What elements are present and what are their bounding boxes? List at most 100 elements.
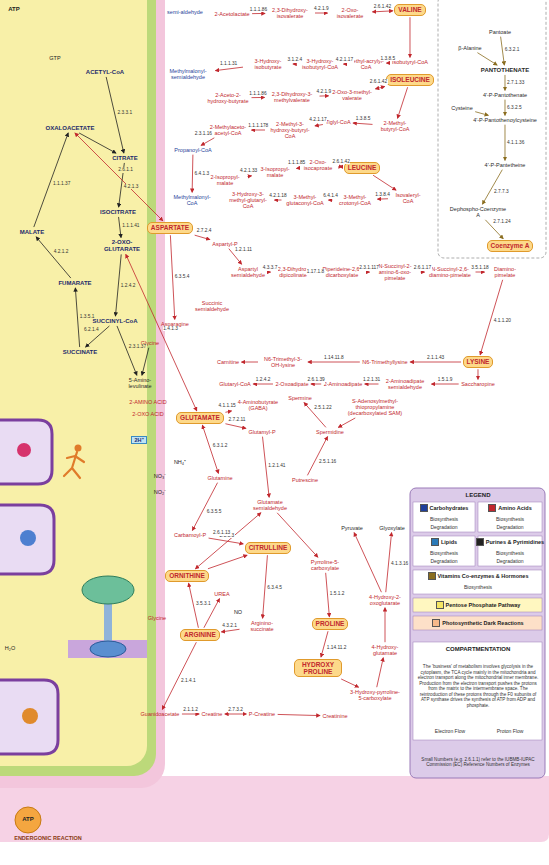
amino-acid-box: CITRULLINE: [245, 542, 292, 553]
reaction-arrow: [378, 198, 389, 199]
metabolite-name: 2-Isopropyl-malate: [205, 174, 245, 187]
metabolite-name: 2-OXO-GLUTARATE: [101, 239, 143, 253]
enzyme-number: 6.4.1.4: [323, 193, 339, 198]
metabolite-name: ACETYL-CoA: [86, 69, 124, 76]
reaction-arrow: [504, 75, 505, 90]
metabolite-name: Cysteine: [451, 105, 472, 111]
metabolite-name: UREA: [214, 591, 229, 597]
enzyme-number: 3.1.2.4: [287, 57, 303, 62]
metabolite-name: Glutaryl-CoA: [219, 381, 250, 387]
reaction-arrow: [252, 13, 265, 14]
metabolite-name: 4-Hydroxy-glutamate: [365, 644, 405, 657]
metabolite-name: N6-Trimethyl-3-OH-lysine: [261, 356, 306, 369]
metabolite-name: PROLINE: [316, 620, 345, 627]
enzyme-number: 4.1.1.20: [493, 318, 511, 323]
reaction-arrow: [293, 64, 297, 65]
enzyme-number: 1.14.11.8: [324, 355, 345, 360]
reaction-arrow: [315, 13, 328, 14]
enzyme-number: 4.1.1.15: [218, 403, 236, 408]
mitochondrial-matrix: [0, 0, 147, 766]
metabolite-name: 2-AMINO ACID: [129, 399, 166, 405]
enzyme-number: 6.3.1.2: [212, 443, 228, 448]
metabolite-name: 3-Methyl-glutaconyl-CoA: [284, 194, 326, 207]
metabolite-name: Putrescine: [292, 477, 318, 483]
enzyme-number: 2.7.1.24: [493, 219, 511, 224]
reaction-arrow: [477, 53, 497, 65]
metabolite-name: Carnitine: [217, 359, 239, 365]
metabolite-box: N6-Trimethyl-3-OH-lysine: [260, 356, 307, 369]
legend-swatch: [428, 572, 436, 580]
enzyme-number: 1.2.4.2: [120, 283, 136, 288]
metabolite-name: 3-Hydroxy-3-methyl-glutaryl-CoA: [224, 191, 272, 210]
metabolite-name: semi-aldehyde: [167, 9, 203, 15]
reaction-arrow: [504, 100, 505, 116]
metabolite-name: Glyoxylate: [379, 525, 405, 531]
enzyme-number: 1.3.8.5: [355, 116, 371, 121]
chemical-label: NO₂⁻: [154, 489, 166, 496]
reaction-arrow: [225, 714, 246, 715]
reaction-arrow: [225, 411, 231, 412]
caption-label: ENDERGONIC REACTION: [14, 835, 82, 842]
metabolite-name: S-Adenosylmethyl-thiopropylamine (decarb…: [344, 398, 406, 417]
metabolite-box: Glutamine: [206, 475, 233, 481]
legend-swatch: [488, 504, 496, 512]
enzyme-number: 2.7.2.11: [228, 417, 246, 422]
metabolite-name: Pyrroline-5-carboxylate: [303, 559, 348, 572]
enzyme-number: 1.3.5.1: [79, 314, 95, 319]
metabolite-name: Tiglyl-CoA: [325, 119, 350, 125]
enzyme-number: 1.14.11.2: [326, 645, 347, 650]
metabolite-box: β-Alanine: [457, 45, 482, 51]
metabolite-box: 3-Methyl-crotonyl-CoA: [334, 194, 376, 207]
metabolite-box: PANTOTHENATE: [480, 67, 530, 74]
metabolite-box: 2,3-Dihydroxy-3-methylvalerate: [266, 91, 318, 104]
chemical-label: GTP: [49, 55, 60, 62]
legend-sublabel: Biosynthesis: [430, 516, 458, 522]
enzyme-number: 6.3.5.5: [206, 509, 222, 514]
metabolite-name: N-Succinyl-2,6-diamino-pimelate: [427, 266, 473, 279]
metabolite-box: Isovaleryl-CoA: [390, 192, 427, 205]
metabolite-box: 2-Aminoadipate semialdehyde: [380, 378, 430, 391]
enzyme-number: 4.1.3.16: [390, 561, 408, 566]
metabolite-name: 3-Hydroxy-pyrroline-5-carboxylate: [350, 689, 400, 702]
legend-entry: Amino Acids: [488, 504, 531, 512]
reaction-arrow: [195, 235, 210, 239]
metabolite-box: Glyoxylate: [378, 525, 406, 531]
runner-figure: [64, 445, 84, 479]
legend-panel: [410, 488, 545, 778]
reaction-arrow: [398, 87, 408, 118]
metabolite-name: Creatine: [202, 711, 223, 717]
reaction-arrow: [297, 168, 299, 169]
enzyme-number: 1.2.1.41: [268, 463, 286, 468]
enzyme-number: 6.4.1.3: [194, 171, 210, 176]
legend-sublabel: Biosynthesis: [496, 550, 524, 556]
metabolite-name: 4'-P-Pantothenate: [483, 92, 527, 98]
metabolite-name: Coenzyme A: [491, 242, 530, 249]
metabolite-box: 3-Hydroxy-3-methyl-glutaryl-CoA: [223, 191, 273, 210]
legend-text: Purines & Pyrimidines: [486, 539, 544, 546]
metabolite-box: 3-Hydroxy-isobutyrate: [245, 58, 292, 71]
inner-membrane: [0, 505, 54, 574]
reaction-arrow: [311, 384, 321, 385]
metabolite-box: 5-Amino-levulinate: [119, 377, 161, 390]
reaction-arrow: [421, 272, 425, 273]
metabolite-box: 2-Oxo-isovalerate: [329, 7, 371, 20]
metabolite-name: Propanoyl-CoA: [174, 147, 211, 153]
legend-entry: Purines & Pyrimidines: [476, 538, 544, 546]
metabolite-box: SUCCINYL-CoA: [92, 318, 139, 325]
reaction-arrow: [410, 362, 461, 363]
reaction-arrow: [253, 384, 273, 385]
reaction-arrow: [365, 384, 379, 385]
inner-membrane: [0, 680, 58, 754]
metabolite-box: Pantoate: [488, 29, 512, 35]
metabolite-name: SUCCINATE: [63, 349, 98, 356]
legend-entry: Lipids: [431, 538, 457, 546]
metabolite-name: Carbamoyl-P: [174, 532, 206, 538]
amino-acid-box: Coenzyme A: [487, 240, 534, 251]
metabolite-name: Methylmalonyl-CoA: [170, 194, 215, 207]
enzyme-number: 4.2.1.17: [335, 57, 353, 62]
reaction-arrow: [387, 62, 390, 63]
metabolite-name: Isobutyryl-CoA: [392, 59, 428, 65]
legend-sublabel: Degradation: [430, 558, 457, 564]
metabolite-box: 2-Oxoadipate: [274, 381, 309, 387]
atp-badge: [15, 807, 41, 833]
